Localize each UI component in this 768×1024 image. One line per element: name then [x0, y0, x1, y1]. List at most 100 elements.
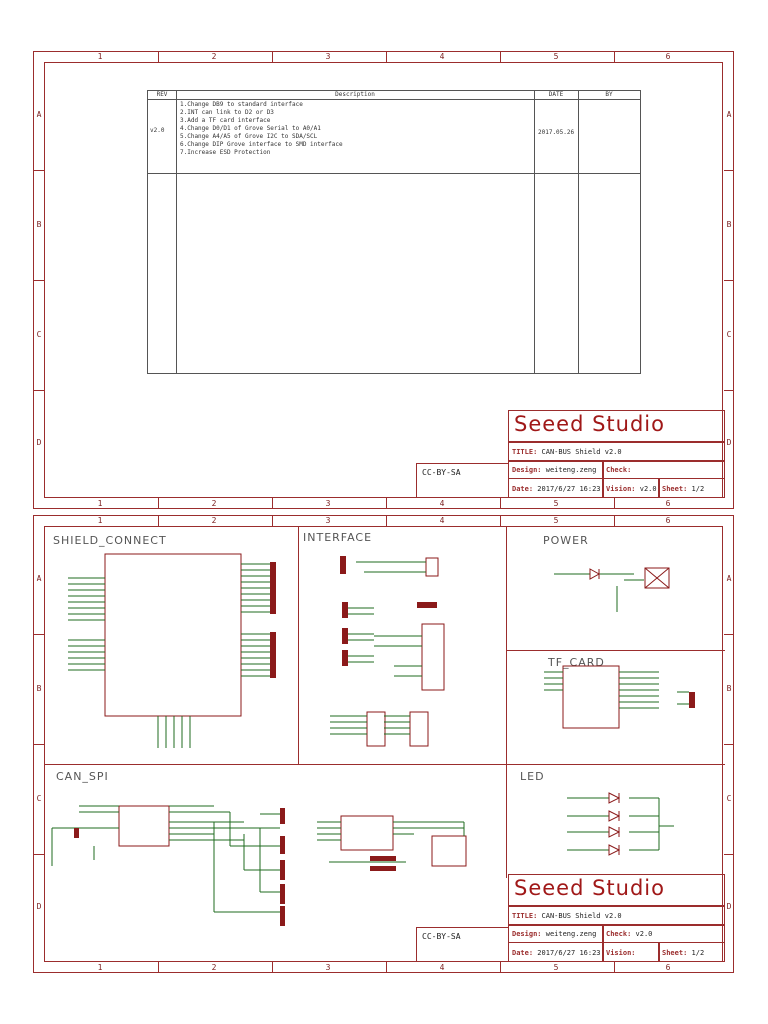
by-header: BY — [605, 91, 613, 98]
date-value: 2017/6/27 16:23 — [537, 485, 601, 493]
design-label: Design: — [512, 466, 542, 474]
section-can-spi: CAN_SPI — [56, 770, 109, 783]
sheet-label: Sheet: — [662, 485, 688, 493]
shield-pin-wires — [68, 563, 274, 748]
revision-sheet: 1 2 3 4 5 6 1 2 3 4 5 6 A B C D A B C D … — [33, 51, 734, 509]
revision-number: v2.0 — [150, 127, 165, 134]
section-shield-connect: SHIELD_CONNECT — [53, 534, 167, 547]
check-label: Check: — [606, 930, 632, 938]
column-number: 5 — [553, 963, 559, 972]
company-name: Seeed Studio — [514, 876, 665, 900]
revision-line: 6.Change DIP Grove interface to SMD inte… — [180, 141, 343, 148]
column-number: 6 — [665, 963, 671, 972]
grove-connector-i2c — [409, 711, 429, 747]
check-label: Check: — [606, 466, 632, 474]
company-name: Seeed Studio — [514, 412, 665, 436]
revision-line: 1.Change DB9 to standard interface — [180, 101, 303, 108]
column-number: 1 — [97, 963, 103, 972]
title-label: TITLE: — [512, 912, 538, 920]
check-value: v2.0 — [635, 930, 653, 938]
led-diodes — [608, 792, 621, 856]
vision-label: Vision: — [606, 949, 636, 957]
license-label: CC-BY-SA — [422, 932, 461, 941]
section-led: LED — [520, 770, 545, 783]
revision-description: 1.Change DB9 to standard interface 2.INT… — [180, 101, 343, 157]
revision-line: 2.INT can link to D2 or D3 — [180, 109, 274, 116]
row-letter: B — [36, 220, 42, 229]
row-letter: A — [36, 574, 42, 583]
vision-label: Vision: — [606, 485, 636, 493]
sheet-inner-frame — [44, 62, 723, 498]
revision-line: 7.Increase ESD Protection — [180, 149, 271, 156]
row-letter: A — [726, 110, 732, 119]
column-number: 3 — [325, 963, 331, 972]
column-number: 5 — [553, 52, 559, 61]
row-letter: D — [36, 902, 42, 911]
title-block: Seeed Studio TITLE: CAN-BUS Shield v2.0 … — [508, 410, 725, 498]
row-letter: A — [36, 110, 42, 119]
sheet-label: Sheet: — [662, 949, 688, 957]
date-value: 2017/6/27 16:23 — [537, 949, 601, 957]
column-number: 6 — [665, 516, 671, 525]
column-number: 6 — [665, 499, 671, 508]
tf-card-socket — [562, 665, 620, 729]
column-number: 3 — [325, 516, 331, 525]
row-letter: B — [36, 684, 42, 693]
title-text: CAN-BUS Shield v2.0 — [541, 912, 622, 920]
column-number: 4 — [439, 963, 445, 972]
row-letter: C — [36, 330, 42, 339]
column-number: 1 — [97, 516, 103, 525]
column-number: 4 — [439, 516, 445, 525]
row-letter: D — [726, 902, 732, 911]
title-text: CAN-BUS Shield v2.0 — [541, 448, 622, 456]
column-number: 5 — [553, 516, 559, 525]
title-block: Seeed Studio TITLE: CAN-BUS Shield v2.0 … — [508, 874, 725, 962]
row-letter: A — [726, 574, 732, 583]
connector-j10 — [425, 557, 439, 577]
column-number: 4 — [439, 52, 445, 61]
mcp2515-controller — [118, 805, 170, 847]
column-number: 4 — [439, 499, 445, 508]
column-number: 6 — [665, 52, 671, 61]
sheet-value: 1/2 — [691, 949, 705, 957]
rev-header: REV — [156, 91, 168, 98]
schematic-drawing — [51, 553, 695, 926]
column-number: 3 — [325, 499, 331, 508]
revision-line: 3.Add a TF card interface — [180, 117, 271, 124]
column-number: 1 — [97, 499, 103, 508]
column-number: 2 — [211, 516, 217, 525]
revision-table: REV Description DATE BY v2.0 2017.05.26 … — [147, 90, 641, 374]
license-label: CC-BY-SA — [422, 468, 461, 477]
date-label: Date: — [512, 485, 534, 493]
column-number: 2 — [211, 963, 217, 972]
description-header: Description — [335, 91, 375, 98]
column-number: 2 — [211, 52, 217, 61]
vision-value: v2.0 — [639, 485, 657, 493]
revision-line: 4.Change D0/D1 of Grove Serial to A0/A1 — [180, 125, 321, 132]
revision-line: 5.Change A4/A5 of Grove I2C to SDA/SCL — [180, 133, 318, 140]
arduino-header-symbol — [104, 553, 242, 717]
section-power: POWER — [543, 534, 589, 547]
row-letter: B — [726, 220, 732, 229]
schematic-sheet: 1 2 3 4 5 6 1 2 3 4 5 6 A B C D A B C D … — [33, 515, 734, 973]
date-header: DATE — [548, 91, 564, 98]
grove-connector-a0 — [366, 711, 386, 747]
power-regulator — [644, 567, 670, 589]
esd-protection — [431, 835, 467, 867]
sheet-inner-frame — [44, 526, 723, 962]
date-label: Date: — [512, 949, 534, 957]
row-letter: C — [36, 794, 42, 803]
column-number: 2 — [211, 499, 217, 508]
sheet-value: 1/2 — [691, 485, 705, 493]
column-number: 3 — [325, 52, 331, 61]
design-label: Design: — [512, 930, 542, 938]
row-letter: C — [726, 794, 732, 803]
db9-connector — [421, 623, 445, 691]
row-letter: B — [726, 684, 732, 693]
designer: weiteng.zeng — [545, 930, 597, 938]
column-number: 5 — [553, 499, 559, 508]
revision-date: 2017.05.26 — [538, 129, 575, 136]
column-number: 1 — [97, 52, 103, 61]
title-label: TITLE: — [512, 448, 538, 456]
row-letter: D — [36, 438, 42, 447]
